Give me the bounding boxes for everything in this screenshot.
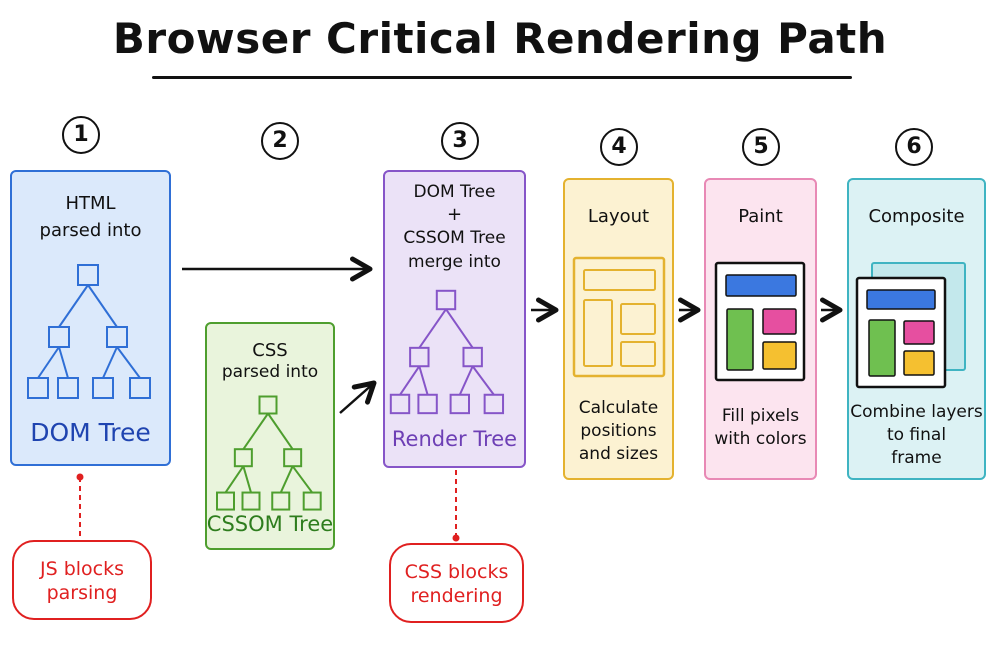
css-callout-line-1: CSS blocks [404, 561, 509, 583]
tree-node [57, 377, 79, 399]
tree-edge [58, 346, 69, 379]
layout-desc-line-1: Calculate [578, 398, 659, 418]
arrow-cssom-to-render [339, 380, 377, 414]
page-title: Browser Critical Rendering Path [112, 14, 888, 63]
layout-heading: Layout [587, 206, 650, 227]
tree-node [409, 346, 430, 368]
render-tree-graphic [389, 289, 505, 415]
composite-desc-line-3: frame [891, 448, 942, 468]
render-tree-box [383, 170, 526, 468]
cssom-tree-label: CSSOM Tree [206, 512, 334, 536]
tree-node [27, 377, 49, 399]
css-block-dot [452, 534, 460, 542]
tree-edge [37, 346, 60, 379]
tree-node [389, 393, 411, 415]
tree-node [462, 346, 483, 368]
step-2-number: 2 [261, 122, 299, 160]
layout-wireframe-icon [572, 256, 666, 378]
dom-box-line-1: HTML [65, 193, 116, 214]
layout-desc-line-2: positions [580, 421, 657, 441]
js-blocks-parsing-callout: JS blocks parsing [12, 540, 152, 620]
js-callout-line-1: JS blocks [39, 558, 124, 580]
paint-desc-line-2: with colors [714, 429, 807, 449]
render-box-line-2: + [446, 204, 463, 225]
paint-heading: Paint [738, 206, 783, 227]
tree-node [271, 491, 291, 511]
tree-node [233, 448, 253, 468]
composite-desc-line-1: Combine layers [850, 402, 983, 422]
tree-node [417, 393, 438, 415]
js-callout-line-2: parsing [46, 581, 118, 604]
step-1-number: 1 [62, 116, 100, 154]
tree-edge [242, 465, 252, 493]
tree-node [77, 264, 99, 286]
tree-node [48, 326, 70, 348]
step-4-number: 4 [600, 128, 638, 166]
tree-node [483, 393, 505, 415]
tree-edge [279, 465, 294, 493]
tree-edge [58, 284, 89, 328]
tree-edge [471, 365, 495, 396]
tree-edge [418, 365, 429, 396]
dom-tree-graphic [27, 264, 151, 399]
tree-node [258, 395, 278, 415]
tree-edge [116, 346, 141, 379]
tree-edge [242, 412, 269, 450]
tree-edge [445, 308, 474, 349]
tree-node [92, 377, 114, 399]
tree-edge [418, 308, 447, 349]
tree-node [106, 326, 128, 348]
tree-edge [291, 465, 314, 494]
tree-edge [102, 346, 118, 379]
paint-desc-line-1: Fill pixels [721, 406, 800, 426]
tree-node [241, 491, 261, 511]
css-callout-line-2: rendering [410, 584, 503, 607]
step-6-number: 6 [895, 128, 933, 166]
cssom-tree-graphic [216, 395, 322, 511]
composite-heading: Composite [868, 206, 965, 227]
render-box-line-4: merge into [408, 252, 501, 272]
tree-edge [224, 465, 245, 494]
tree-node [435, 289, 457, 311]
step-5-number: 5 [742, 128, 780, 166]
tree-node [283, 448, 303, 468]
dom-box-line-2: parsed into [39, 220, 142, 241]
tree-node [449, 393, 471, 415]
cssom-box-line-1: CSS [252, 340, 288, 361]
dom-tree-label: DOM Tree [30, 418, 151, 447]
composited-layers-icon [855, 262, 966, 389]
tree-node [129, 377, 151, 399]
render-box-line-3: CSSOM Tree [403, 228, 506, 248]
tree-edge [399, 365, 421, 396]
layout-desc-line-3: and sizes [578, 444, 659, 464]
title-underline [152, 76, 852, 79]
tree-node [216, 491, 235, 511]
composite-desc-line-2: to final [886, 425, 947, 445]
cssom-box-line-2: parsed into [221, 362, 319, 382]
render-box-line-1: DOM Tree [413, 182, 496, 202]
tree-node [302, 491, 322, 511]
step-3-number: 3 [441, 122, 479, 160]
painted-page-icon [714, 261, 806, 382]
cssom-tree-box [205, 322, 335, 550]
js-block-dot [76, 473, 84, 481]
render-tree-label: Render Tree [391, 427, 518, 451]
tree-edge [458, 365, 474, 396]
tree-edge [87, 284, 118, 328]
css-blocks-rendering-callout: CSS blocks rendering [389, 543, 524, 623]
dom-tree-box [10, 170, 171, 466]
tree-edge [267, 412, 294, 450]
